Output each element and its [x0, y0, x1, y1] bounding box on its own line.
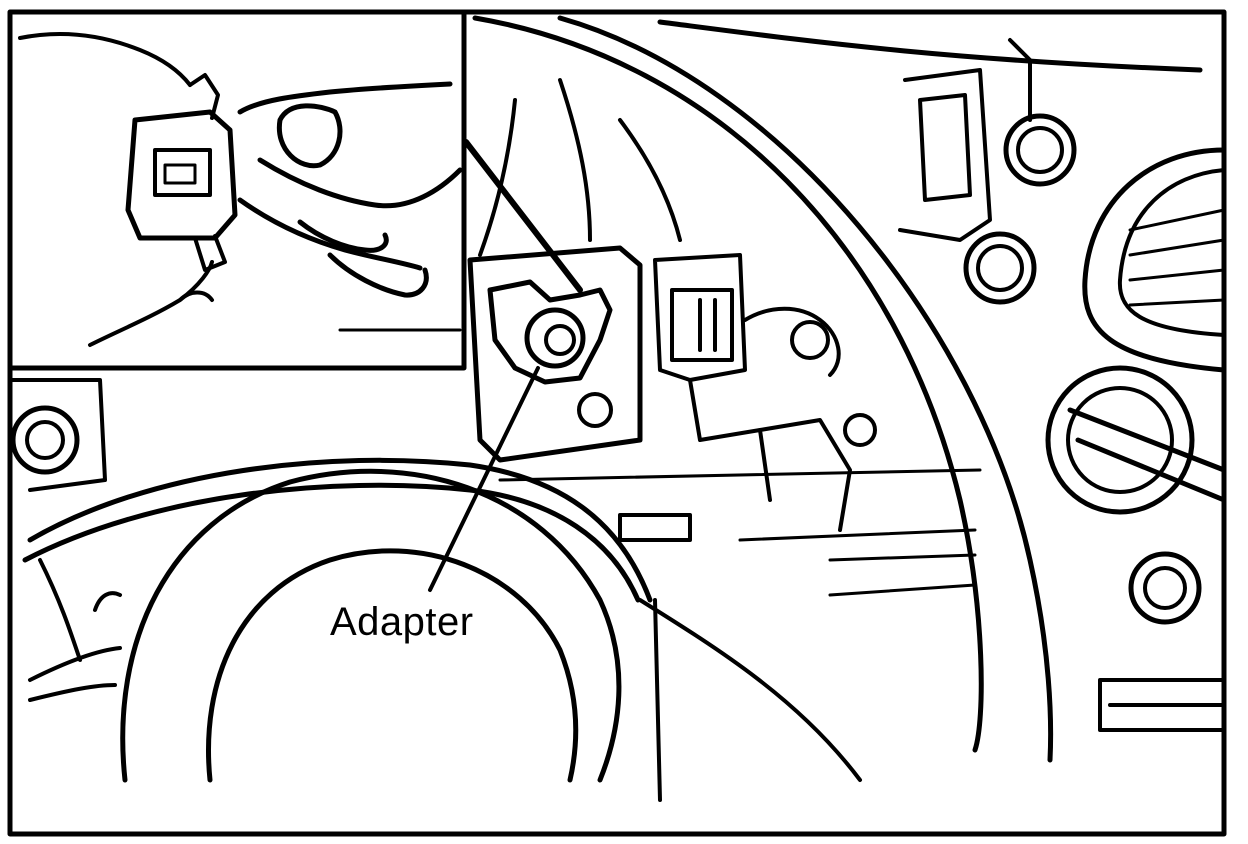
inset-detail-panel	[7, 9, 467, 371]
adapter-label: Adapter	[330, 600, 474, 644]
instrument-panel	[657, 19, 1227, 732]
lower-left-dash	[8, 378, 122, 662]
adapter-leader-line	[428, 366, 540, 592]
inset-leader-line	[463, 139, 583, 293]
figure-border	[7, 9, 1227, 837]
steering-wheel	[22, 15, 1054, 802]
steering-column-housing	[467, 78, 982, 597]
